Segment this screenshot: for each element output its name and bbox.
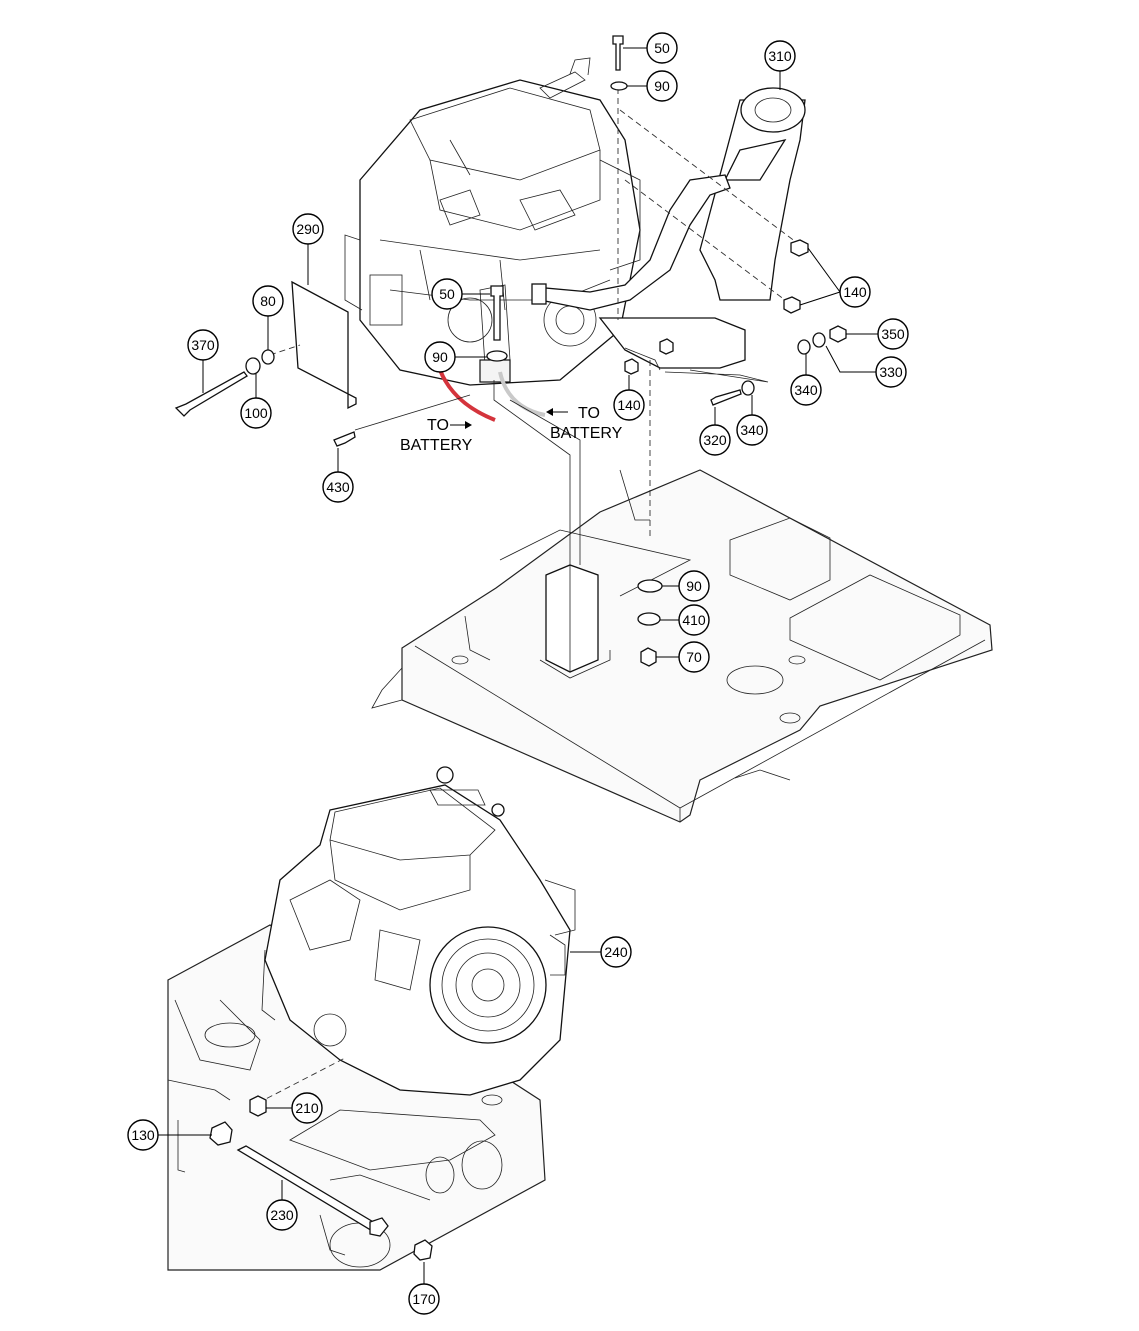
chassis-frame-upper — [371, 469, 993, 823]
callout-label: 240 — [604, 944, 628, 960]
callout-130: 130 — [127, 1119, 159, 1151]
callout-320: 320 — [699, 424, 731, 456]
callout-230: 230 — [266, 1199, 298, 1231]
hardware-lower — [209, 1057, 433, 1261]
to-battery-note-right-battery: BATTERY — [550, 425, 623, 442]
callout-140-lower: 140 — [613, 389, 645, 421]
callout-label: 50 — [439, 286, 455, 302]
callout-label: 330 — [879, 364, 903, 380]
callout-label: 210 — [295, 1100, 319, 1116]
callout-label: 290 — [296, 221, 320, 237]
callout-label: 90 — [654, 78, 670, 94]
callout-330: 330 — [875, 356, 907, 388]
engine-upper — [344, 57, 641, 386]
callout-label: 50 — [654, 40, 670, 56]
chassis-frame-lower — [167, 924, 546, 1271]
callout-label: 90 — [686, 578, 702, 594]
callout-80: 80 — [252, 285, 284, 317]
callout-label: 140 — [617, 397, 641, 413]
callout-70: 70 — [678, 641, 710, 673]
callout-140-right: 140 — [839, 276, 871, 308]
callout-410: 410 — [678, 604, 710, 636]
callout-label: 350 — [881, 326, 905, 342]
callout-240: 240 — [600, 936, 632, 968]
negative-battery-cable — [498, 371, 546, 417]
hardware-upper — [174, 35, 847, 667]
callout-290: 290 — [292, 213, 324, 245]
callout-90-middle: 90 — [424, 341, 456, 373]
callout-430: 430 — [322, 471, 354, 503]
callout-label: 340 — [740, 422, 764, 438]
callout-label: 130 — [131, 1127, 155, 1143]
callout-100: 100 — [240, 397, 272, 429]
callout-label: 320 — [703, 432, 727, 448]
callout-210: 210 — [291, 1092, 323, 1124]
callout-50-top: 50 — [646, 32, 678, 64]
callout-label: 80 — [260, 293, 276, 309]
callout-label: 340 — [794, 382, 818, 398]
callout-90-lower: 90 — [678, 570, 710, 602]
to-battery-note-right-to: TO — [578, 405, 600, 422]
leader-lines — [158, 47, 878, 1284]
callout-label: 140 — [843, 284, 867, 300]
callout-340-lower: 340 — [736, 414, 768, 446]
callout-50-middle: 50 — [431, 278, 463, 310]
callout-label: 430 — [326, 479, 350, 495]
callout-370: 370 — [187, 329, 219, 361]
callout-340-upper: 340 — [790, 374, 822, 406]
callout-label: 100 — [244, 405, 268, 421]
to-battery-note-left-battery: BATTERY — [400, 437, 473, 454]
callout-label: 370 — [191, 337, 215, 353]
positive-battery-cable — [438, 369, 496, 422]
callout-label: 170 — [412, 1291, 436, 1307]
muffler — [531, 87, 806, 383]
heat-shield — [291, 280, 357, 410]
callout-170: 170 — [408, 1283, 440, 1315]
callout-label: 230 — [270, 1207, 294, 1223]
callout-label: 70 — [686, 649, 702, 665]
callout-310: 310 — [764, 40, 796, 72]
callout-label: 310 — [768, 48, 792, 64]
callout-label: 90 — [432, 349, 448, 365]
callout-90-top: 90 — [646, 70, 678, 102]
to-battery-note-left-to: TO — [427, 417, 449, 434]
callout-label: 410 — [682, 612, 706, 628]
callout-350: 350 — [877, 318, 909, 350]
engine-lower — [261, 766, 576, 1096]
